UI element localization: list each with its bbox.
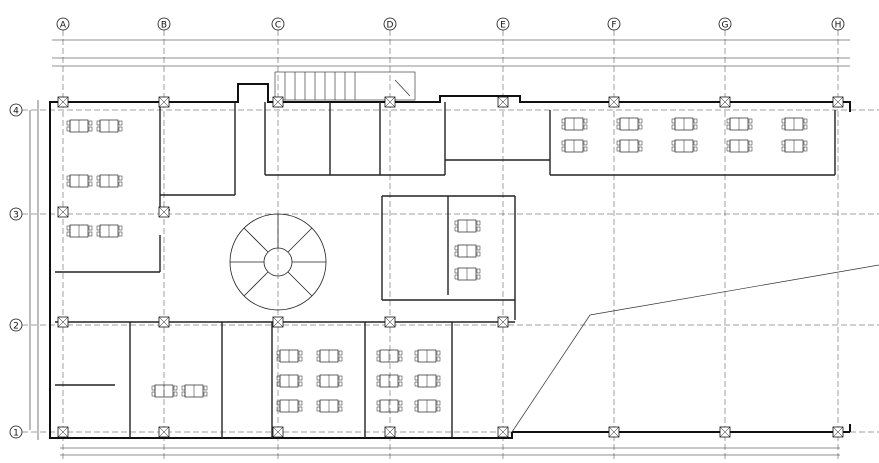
axis-grid-lines xyxy=(22,30,879,462)
axis-label: E xyxy=(500,21,506,31)
axis-label: 3 xyxy=(13,211,19,221)
workstation xyxy=(66,174,93,188)
axis-bubble xyxy=(9,318,23,332)
workstation xyxy=(454,267,481,281)
axis-label: H xyxy=(835,21,842,31)
workstation xyxy=(414,349,441,363)
workstation xyxy=(616,117,643,131)
workstation xyxy=(181,384,208,398)
axis-bubble xyxy=(496,17,510,31)
workstation xyxy=(376,374,403,388)
workstation xyxy=(561,117,588,131)
workstation xyxy=(781,139,808,153)
axis-bubble xyxy=(9,425,23,439)
axis-bubble xyxy=(607,17,621,31)
workstation xyxy=(316,374,343,388)
workstation xyxy=(376,349,403,363)
workstation xyxy=(781,117,808,131)
structural-columns xyxy=(57,96,844,438)
workstation xyxy=(671,117,698,131)
axis-label: D xyxy=(387,21,394,31)
workstation xyxy=(726,139,753,153)
workstation xyxy=(454,244,481,258)
workstation xyxy=(276,374,303,388)
axis-bubble xyxy=(9,207,23,221)
workstation xyxy=(414,374,441,388)
axis-label: C xyxy=(275,21,281,31)
workstation xyxy=(414,399,441,413)
axis-bubble xyxy=(56,17,70,31)
axis-bubble xyxy=(383,17,397,31)
workstation xyxy=(316,349,343,363)
diagonal-boundary xyxy=(511,264,879,433)
interior-walls xyxy=(55,102,836,438)
dimension-lines xyxy=(29,39,850,456)
axis-bubble xyxy=(271,17,285,31)
axis-bubbles-top: A B C D E F G H xyxy=(56,17,845,31)
workstation xyxy=(561,139,588,153)
workstation xyxy=(454,219,481,233)
workstation xyxy=(276,349,303,363)
axis-label: 2 xyxy=(13,322,19,332)
axis-bubble xyxy=(831,17,845,31)
axis-label: 1 xyxy=(13,429,19,439)
axis-label: F xyxy=(611,21,616,31)
workstation-clusters xyxy=(66,117,808,413)
axis-bubble xyxy=(9,103,23,117)
axis-bubble xyxy=(718,17,732,31)
workstation xyxy=(726,117,753,131)
workstation xyxy=(316,399,343,413)
exterior-walls xyxy=(49,83,851,439)
axis-label: A xyxy=(60,21,67,31)
workstation xyxy=(376,399,403,413)
workstation xyxy=(66,119,93,133)
axis-label: G xyxy=(722,21,729,31)
axis-label: B xyxy=(161,21,167,31)
workstation xyxy=(96,174,123,188)
stair-core xyxy=(274,71,416,101)
workstation xyxy=(151,384,178,398)
axis-label: 4 xyxy=(13,107,19,117)
workstation xyxy=(671,139,698,153)
axis-bubbles-left: 4 3 2 1 xyxy=(9,103,23,439)
workstation xyxy=(276,399,303,413)
workstation xyxy=(96,224,123,238)
workstation xyxy=(616,139,643,153)
spiral-staircase xyxy=(229,213,327,311)
axis-bubble xyxy=(157,17,171,31)
workstation xyxy=(66,224,93,238)
workstation xyxy=(96,119,123,133)
